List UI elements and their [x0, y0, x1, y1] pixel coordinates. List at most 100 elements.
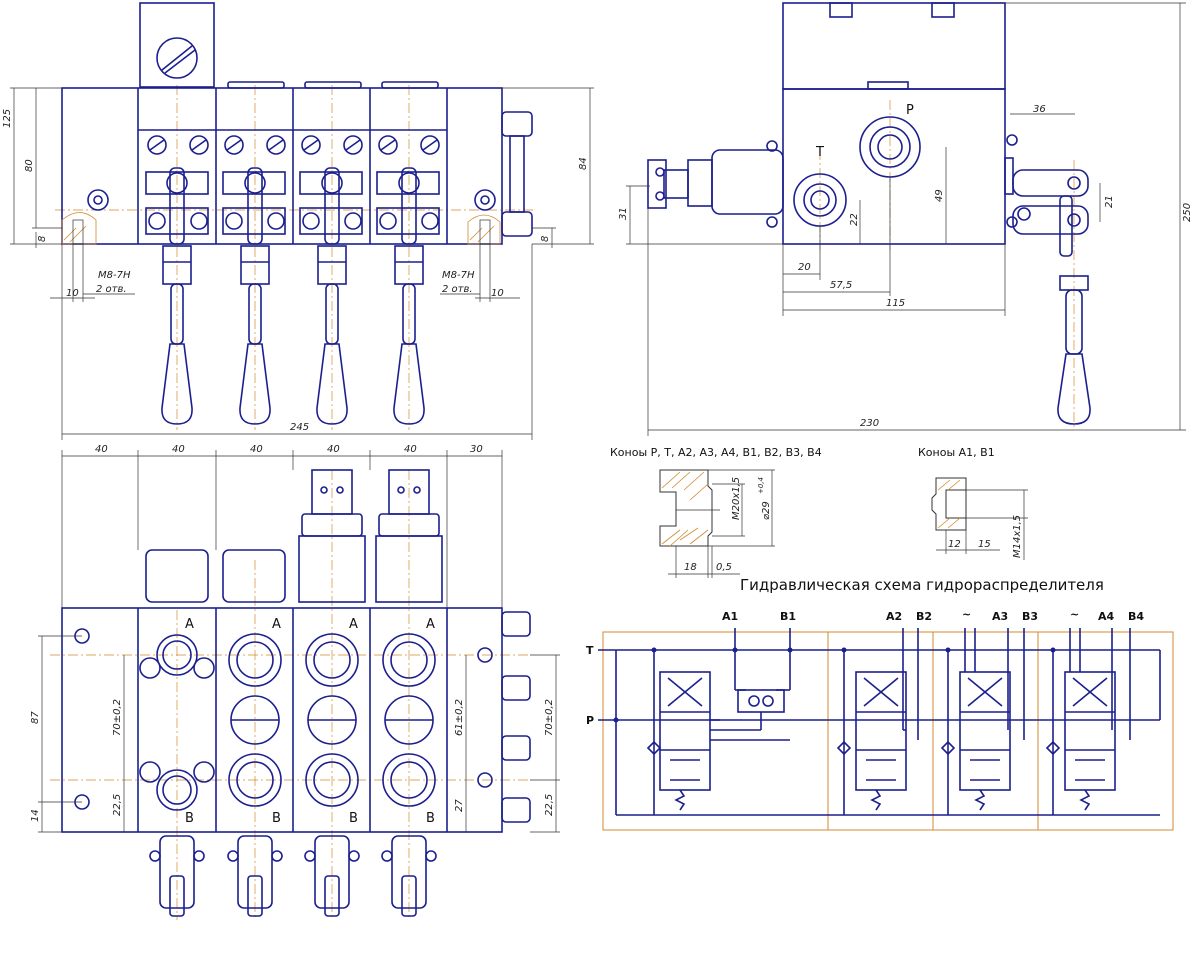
- label-a-1: A: [185, 617, 194, 632]
- plan-section-3: [305, 633, 359, 807]
- cap-4: [375, 469, 443, 603]
- valve-symbol-1: [646, 671, 720, 811]
- dim-15: 15: [978, 539, 991, 550]
- dim-0-5: 0,5: [716, 562, 732, 573]
- dim-115: 115: [886, 298, 905, 309]
- mount-hole-left: [87, 189, 109, 211]
- thread-right: M8-7H: [442, 270, 475, 281]
- section-front-4: [376, 135, 440, 245]
- plan-section-2: [228, 633, 282, 807]
- thread-right-qty: 2 отв.: [442, 284, 473, 295]
- nut-icon: [501, 211, 533, 237]
- nut-icon: [501, 611, 531, 637]
- schematic-port-b3: B3: [1022, 610, 1038, 623]
- dim-22-5-left: 22,5: [112, 794, 123, 816]
- dim-57-5: 57,5: [830, 280, 852, 291]
- nut-icon: [501, 797, 531, 823]
- dim-22-5-right: 22,5: [544, 794, 555, 816]
- dim-230: 230: [860, 418, 879, 429]
- valve-symbol-3: [940, 628, 1011, 811]
- label-a-3: A: [349, 617, 358, 632]
- dim-top-5: 40: [404, 444, 417, 455]
- caption-main-ports: Коноы P, T, A2, A3, A4, B1, B2, B3, B4: [610, 446, 822, 459]
- plan-section-4: [382, 633, 436, 807]
- caption-a1-b1: Коноы A1, B1: [918, 446, 995, 459]
- thread-left: M8-7H: [98, 270, 131, 281]
- dim-87: 87: [30, 711, 41, 724]
- dim-49: 49: [934, 189, 945, 202]
- schematic-port-b4: B4: [1128, 610, 1144, 623]
- dim-10-right: 10: [491, 288, 504, 299]
- dim-80: 80: [24, 159, 35, 172]
- schematic-port-a4: A4: [1098, 610, 1115, 623]
- schematic-port-b1: B1: [780, 610, 796, 623]
- front-view: 125 80 8 84 8 245 10 10 M8-7H 2 отв. M8-…: [2, 2, 594, 440]
- section-front-2: [222, 135, 286, 245]
- detail-section-a1b1: 12 15 M14х1,5: [931, 477, 1028, 560]
- dim-61: 61±0,2: [454, 699, 465, 736]
- dim-d29: ⌀29: [761, 501, 772, 520]
- valve-body-front: [61, 87, 503, 245]
- dim-m14: M14х1,5: [1012, 515, 1023, 558]
- dim-14: 14: [30, 809, 41, 822]
- label-a-2: A: [272, 617, 281, 632]
- port-t-label: T: [815, 145, 824, 160]
- dim-18: 18: [684, 562, 697, 573]
- label-b-1: B: [185, 811, 194, 826]
- tilde-left: ~: [962, 608, 971, 621]
- dim-12: 12: [948, 539, 961, 550]
- dim-21: 21: [1104, 195, 1115, 208]
- dim-d29-tol: +0,4: [757, 477, 765, 494]
- dim-m20: M20х1,5: [731, 477, 742, 520]
- dim-31: 31: [618, 207, 629, 220]
- label-b-3: B: [349, 811, 358, 826]
- cap-2: [222, 549, 286, 603]
- schematic-port-b2: B2: [916, 610, 932, 623]
- dim-70-left: 70±0,2: [112, 699, 123, 736]
- side-top-cap: [782, 2, 1006, 90]
- plan-pins: [149, 835, 437, 917]
- plan-section-1: [139, 634, 215, 811]
- dim-top-4: 40: [327, 444, 340, 455]
- dim-10-left: 10: [66, 288, 79, 299]
- left-actuator: [647, 149, 784, 215]
- dim-top-2: 40: [172, 444, 185, 455]
- plan-view: 40 40 40 40 40 30: [30, 444, 560, 920]
- schematic-port-t: T: [586, 644, 594, 657]
- dim-245: 245: [290, 422, 309, 433]
- valve-body-plan: [61, 607, 503, 833]
- shuttle-valve: [735, 689, 790, 730]
- nut-icon: [501, 675, 531, 701]
- dim-22: 22: [849, 213, 860, 226]
- label-b-4: B: [426, 811, 435, 826]
- lever-handle-1: [161, 245, 193, 425]
- lever-handle-2: [239, 245, 271, 425]
- section-front-1: [145, 135, 209, 245]
- schematic-port-p: P: [586, 714, 594, 727]
- schematic-title: Гидравлическая схема гидрораспределителя: [740, 576, 1104, 594]
- dim-125: 125: [2, 109, 13, 128]
- dim-70-right: 70±0,2: [544, 699, 555, 736]
- dim-250: 250: [1182, 203, 1193, 222]
- section-front-3: [299, 135, 363, 245]
- hydraulic-schematic: T P A1 B1 A2 B2 A3 B3 A4 B4 ~ ~: [586, 608, 1174, 831]
- dim-top-6: 30: [470, 444, 483, 455]
- valve-symbol-4: [1045, 628, 1116, 811]
- top-cap: [139, 2, 215, 88]
- valve-symbol-2: [836, 671, 907, 811]
- lever-handle-4: [393, 245, 425, 425]
- cap-1: [145, 549, 209, 603]
- screw-icon: [156, 37, 198, 79]
- dim-8-left: 8: [37, 236, 48, 242]
- detail-section-main: M20х1,5 ⌀29 +0,4 18 0,5: [659, 469, 775, 578]
- schematic-port-a3: A3: [992, 610, 1008, 623]
- schematic-port-a1: A1: [722, 610, 738, 623]
- schematic-port-a2: A2: [886, 610, 902, 623]
- thread-left-qty: 2 отв.: [96, 284, 127, 295]
- tilde-right: ~: [1070, 608, 1079, 621]
- dim-8-right: 8: [540, 236, 551, 242]
- dim-20: 20: [798, 262, 811, 273]
- nut-icon: [501, 111, 533, 137]
- lever-handle-3: [316, 245, 348, 425]
